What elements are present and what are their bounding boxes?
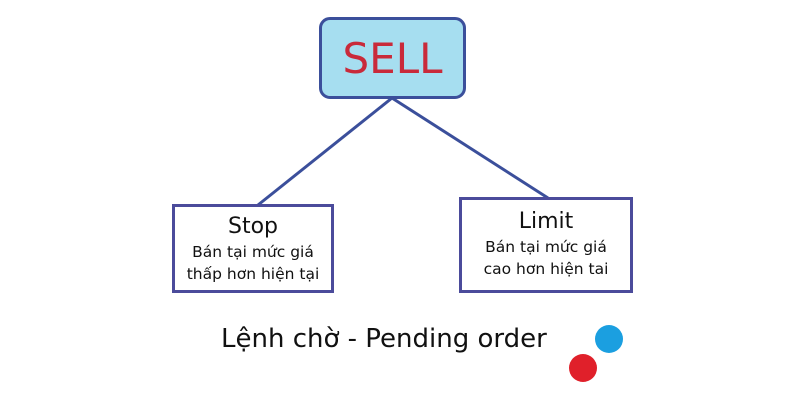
connector-sell-stop [257, 96, 393, 207]
limit-desc-line1: Bán tại mức giá [485, 238, 607, 256]
blue-dot-icon [595, 325, 623, 353]
limit-title: Limit [518, 209, 574, 234]
caption: Lệnh chờ - Pending order [221, 324, 547, 354]
stop-desc-line1: Bán tại mức giá [192, 243, 314, 261]
stop-title: Stop [227, 214, 278, 239]
stop-desc-line2: thấp hơn hiện tại [186, 265, 320, 283]
red-dot-icon [569, 354, 597, 382]
sell-label: SELL [342, 33, 443, 83]
connector-sell-limit [391, 96, 549, 200]
sell-node: SELL [319, 17, 466, 99]
stop-node: Stop Bán tại mức giá thấp hơn hiện tại [172, 204, 334, 293]
limit-desc-line2: cao hơn hiện tai [483, 260, 609, 278]
limit-node: Limit Bán tại mức giá cao hơn hiện tai [459, 197, 633, 293]
